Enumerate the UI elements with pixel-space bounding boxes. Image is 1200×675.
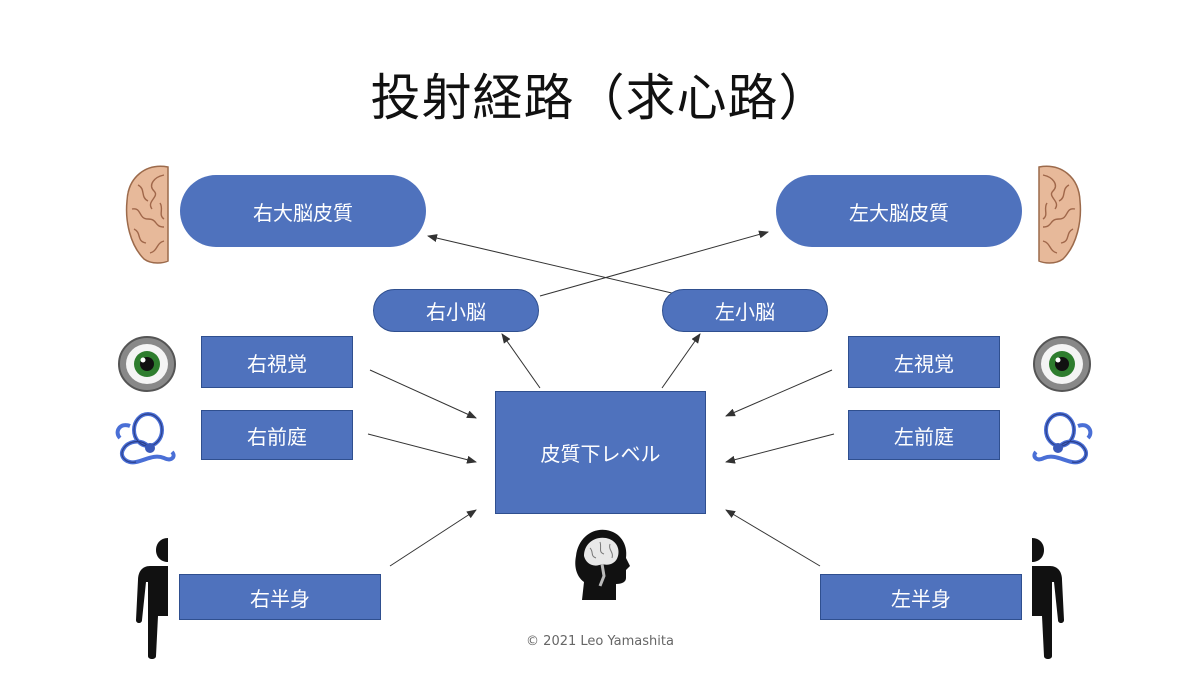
left-body-label: 左半身 xyxy=(891,586,951,611)
left-body-box: 左半身 xyxy=(820,574,1022,620)
arrow-left-body-to-subcortical xyxy=(725,509,821,567)
left-vision-label: 左視覚 xyxy=(894,351,954,376)
right-vision-label: 右視覚 xyxy=(247,351,307,376)
left-vestibular-label: 左前庭 xyxy=(894,424,954,449)
arrow-left-cerebellum-to-right-cortex xyxy=(427,234,677,295)
arrow-right-vestibular-to-subcortical xyxy=(367,433,477,464)
eye-icon-left xyxy=(118,336,176,392)
arrow-left-vestibular-to-subcortical xyxy=(725,433,835,464)
arrow-subcortical-to-right-cerebellum xyxy=(501,333,541,389)
left-cortex-label: 左大脳皮質 xyxy=(849,200,949,225)
arrow-right-body-to-subcortical xyxy=(389,509,477,567)
arrow-left-vision-to-subcortical xyxy=(725,369,833,417)
brain-icon-right xyxy=(1038,165,1082,264)
arrow-subcortical-to-left-cerebellum xyxy=(661,333,701,389)
arrow-right-cerebellum-to-left-cortex xyxy=(539,230,769,297)
left-cerebellum-box: 左小脳 xyxy=(662,289,828,332)
copyright-text: © 2021 Leo Yamashita xyxy=(526,634,674,649)
left-cerebellum-label: 左小脳 xyxy=(715,300,775,324)
left-vision-box: 左視覚 xyxy=(848,336,1000,388)
right-cortex-box: 右大脳皮質 xyxy=(180,175,426,247)
inner-ear-icon-right xyxy=(1032,412,1093,465)
right-vision-box: 右視覚 xyxy=(201,336,353,388)
person-silhouette-icon-right xyxy=(1032,538,1064,659)
left-vestibular-box: 左前庭 xyxy=(848,410,1000,460)
left-cortex-box: 左大脳皮質 xyxy=(776,175,1022,247)
right-body-label: 右半身 xyxy=(250,586,310,611)
right-cerebellum-label: 右小脳 xyxy=(426,300,486,324)
page-title: 投射経路（求心路） xyxy=(370,69,830,127)
subcortical-box: 皮質下レベル xyxy=(495,391,706,514)
right-body-box: 右半身 xyxy=(179,574,381,620)
head-brain-icon xyxy=(575,529,630,600)
subcortical-label: 皮質下レベル xyxy=(540,442,661,466)
right-cerebellum-box: 右小脳 xyxy=(373,289,539,332)
inner-ear-icon-left xyxy=(115,412,176,465)
right-vestibular-label: 右前庭 xyxy=(247,424,307,449)
person-silhouette-icon-left xyxy=(136,538,168,659)
right-cortex-label: 右大脳皮質 xyxy=(253,200,353,225)
right-vestibular-box: 右前庭 xyxy=(201,410,353,460)
brain-icon-left xyxy=(125,165,169,264)
eye-icon-right xyxy=(1033,336,1091,392)
arrow-right-vision-to-subcortical xyxy=(369,369,477,419)
